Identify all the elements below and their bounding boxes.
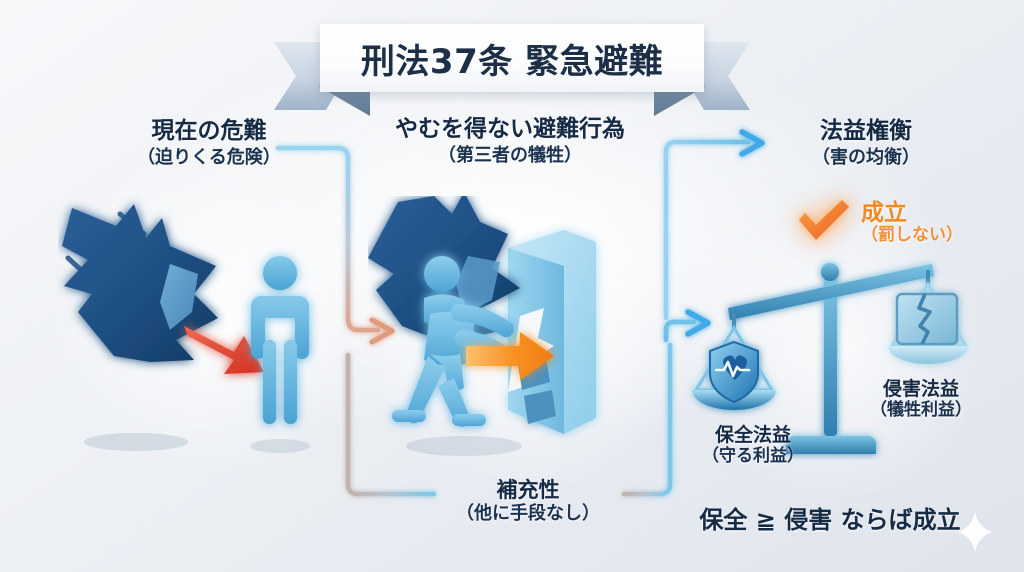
ribbon-body: 刑法37条 緊急避難 [320,24,704,92]
section-heading-balance: 法益権衡 （害の均衡） [766,118,966,168]
third-party-wall [508,230,596,434]
conclusion-formula: 保全 ≧ 侵害 ならば成立 [699,506,961,534]
connector-subsidiarity-bracket [345,342,673,497]
badge-subtitle: （罰しない） [861,225,963,246]
scale-pan-right [888,281,969,364]
connector-act-to-balance [663,129,765,321]
check-icon [795,198,853,248]
connector-danger-to-act [275,145,395,345]
connector-act-to-scale [663,309,711,343]
status-badge-success: 成立 （罰しない） [795,198,963,248]
broken-box-icon [895,292,959,346]
label-subsidiarity: 補充性 （他に手段なし） [440,478,616,525]
illustration-balance-scale [692,263,969,454]
section-act-title: やむを得ない避難行為 [395,116,625,142]
preserved-interest-title: 保全法益 [714,424,791,446]
sparkle-icon [958,512,992,552]
caption-harmed-interest: 侵害法益 （犠牲利益） [856,378,986,420]
shield-heartbeat-icon [709,340,759,404]
caption-preserved-interest: 保全法益 （守る利益） [690,424,816,466]
threat-arrow [184,326,264,374]
section-balance-title: 法益権衡 [820,118,912,144]
scale-pan-left [692,325,776,410]
section-heading-danger: 現在の危難 （迫りくる危険） [104,118,314,168]
person-figure [251,256,309,424]
preserved-interest-subtitle: （守る利益） [702,446,804,467]
harmed-interest-title: 侵害法益 [882,378,959,400]
illustration-danger [62,204,310,453]
person-figure [392,256,514,427]
harmed-interest-subtitle: （犠牲利益） [870,400,972,421]
badge-title: 成立 [861,199,907,226]
section-heading-act: やむを得ない避難行為 （第三者の犠牲） [372,116,648,166]
title-ribbon: 刑法37条 緊急避難 [274,24,750,116]
section-act-subtitle: （第三者の犠牲） [438,145,582,167]
section-danger-title: 現在の危難 [151,118,267,144]
page-title: 刑法37条 緊急避難 [360,41,664,82]
badge-text-group: 成立 （罰しない） [861,199,963,246]
illustration-evacuation-act [368,196,596,456]
subsidiarity-title: 補充性 [496,478,560,502]
section-danger-subtitle: （迫りくる危険） [137,147,281,169]
section-balance-subtitle: （害の均衡） [812,147,920,169]
debris-shard [62,204,218,362]
subsidiarity-subtitle: （他に手段なし） [456,503,600,525]
action-arrow [466,332,554,380]
